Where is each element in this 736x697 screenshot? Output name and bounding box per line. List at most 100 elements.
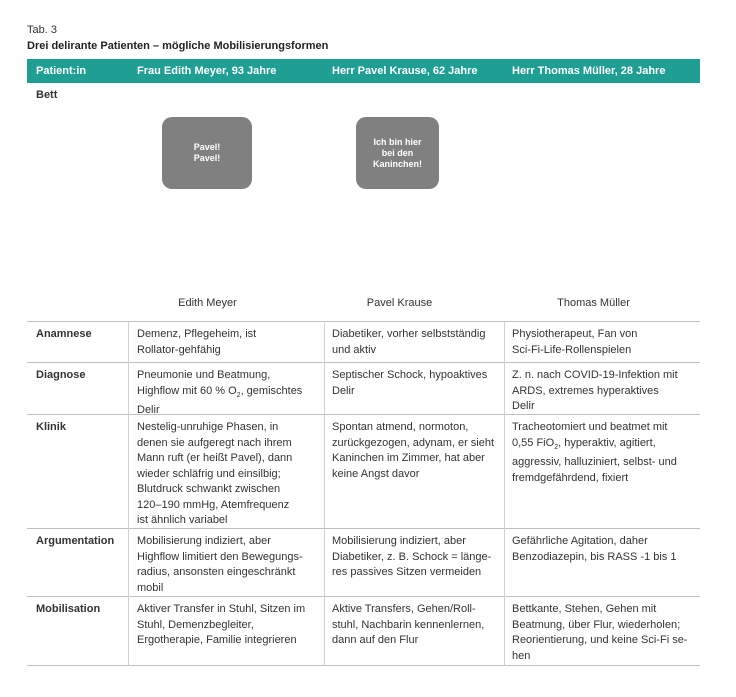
cell-line: Delir: [137, 404, 160, 417]
cell-line: keine Angst davor: [332, 467, 420, 480]
cell-diagnose-meyer: Pneumonie und Beatmung, Highflow mit 60 …: [137, 368, 302, 419]
cell-anamnese-krause: Diabetiker, vorher selbstständig und akt…: [332, 327, 485, 358]
cell-line: stuhl, Nachbarin kennenlernen,: [332, 618, 485, 631]
cell-line: Sci-Fi-Life-Rollenspielen: [512, 343, 632, 356]
row-label-diagnose: Diagnose: [36, 369, 86, 381]
speech-line: Pavel!: [193, 142, 221, 152]
cell-line: Highflow mit 60 % O2, gemischtes: [137, 384, 303, 399]
cell-anamnese-mueller: Physiotherapeut, Fan von Sci-Fi-Life-Rol…: [512, 327, 637, 358]
cell-line: wieder schläfrig und einsilbig;: [137, 467, 281, 480]
speech-line: Pavel!: [193, 153, 221, 163]
table-number: Tab. 3: [27, 24, 57, 36]
cell-line: 120–190 mmHg, Atemfrequenz: [137, 498, 290, 511]
header-col-meyer: Frau Edith Meyer, 93 Jahre: [137, 65, 277, 77]
cell-mobilisation-mueller: Bettkante, Stehen, Gehen mit Beatmung, ü…: [512, 602, 687, 664]
header-col-krause: Herr Pavel Krause, 62 Jahre: [332, 65, 478, 77]
column-divider: [504, 321, 505, 665]
cell-line: Aktiver Transfer in Stuhl, Sitzen im: [137, 603, 306, 615]
cell-line: Delir: [332, 384, 355, 397]
cell-klinik-mueller: Tracheotomiert und beatmet mit 0,55 FiO2…: [512, 420, 677, 486]
speech-bubble-meyer: Pavel!Pavel!: [162, 117, 252, 189]
cell-diagnose-mueller: Z. n. nach COVID-19-Infektion mit ARDS, …: [512, 368, 678, 415]
cell-line: Z. n. nach COVID-19-Infektion mit: [512, 369, 678, 381]
table-title: Drei delirante Patienten – mögliche Mobi…: [27, 40, 329, 52]
cell-line: hen: [512, 649, 531, 662]
speech-line: Ich bin hier: [373, 136, 422, 147]
cell-argumentation-meyer: Mobilisierung indiziert, aber Highflow l…: [137, 534, 303, 596]
row-label-bett: Bett: [36, 89, 58, 101]
cell-mobilisation-krause: Aktive Transfers, Gehen/Roll- stuhl, Nac…: [332, 602, 484, 649]
column-divider: [128, 321, 129, 665]
cell-line: dann auf den Flur: [332, 634, 419, 646]
cell-line: Tracheotomiert und beatmet mit: [512, 421, 668, 433]
column-divider: [324, 321, 325, 665]
cell-line: Diabetiker, z. B. Schock = länge-: [332, 550, 492, 563]
row-label-klinik: Klinik: [36, 421, 66, 433]
cell-line: aggressiv, halluziniert, selbst- und: [512, 456, 677, 469]
cell-line: Blutdruck schwankt zwischen: [137, 483, 281, 495]
cell-line: zurückgezogen, adynam, er sieht: [332, 436, 495, 449]
thought-line: von den Borg: [567, 152, 625, 162]
cell-line: Kaninchen im Zimmer, hat aber: [332, 452, 485, 464]
speech-line: Kaninchen!: [372, 158, 422, 169]
cell-line: Mobilisierung indiziert, aber: [137, 535, 271, 547]
cell-argumentation-krause: Mobilisierung indiziert, aber Diabetiker…: [332, 534, 491, 581]
cell-line: res passives Sitzen vermeiden: [332, 566, 482, 578]
cell-klinik-meyer: Nestelig-unruhige Phasen, in denen sie a…: [137, 420, 292, 529]
cell-line: Highflow limitiert den Bewegungs-: [137, 550, 303, 563]
thought-line: überfallen!: [572, 163, 619, 173]
cell-line: denen sie aufgeregt nach ihrem: [137, 436, 292, 449]
thought-line: Wir sind auf der: [562, 130, 630, 140]
cell-line: und aktiv: [332, 343, 377, 356]
cell-mobilisation-meyer: Aktiver Transfer in Stuhl, Sitzen im Stu…: [137, 602, 305, 649]
header-patient: Patient:in: [36, 65, 87, 77]
cell-line: Mann ruft (er heißt Pavel), dann: [137, 452, 293, 464]
cell-line: Mobilisierung indiziert, aber: [332, 535, 466, 547]
cell-line: Delir: [512, 400, 535, 412]
cell-line: Nestelig-unruhige Phasen, in: [137, 421, 279, 433]
cell-line: radius, ansonsten eingeschränkt: [137, 566, 296, 578]
cell-line: Rollator-gehfähig: [137, 343, 221, 356]
cell-line: ARDS, extremes hyperaktives: [512, 384, 659, 397]
patient-name-krause: Pavel Krause: [366, 297, 433, 309]
cell-line: Reorientierung, und keine Sci-Fi se-: [512, 634, 688, 646]
cell-argumentation-mueller: Gefährliche Agitation, daher Benzodiazep…: [512, 534, 676, 565]
row-divider: [27, 665, 700, 666]
cell-line: Gefährliche Agitation, daher: [512, 535, 648, 547]
speech-line: bei den: [381, 147, 414, 158]
patient-name-meyer: Edith Meyer: [178, 297, 237, 309]
header-col-mueller: Herr Thomas Müller, 28 Jahre: [512, 65, 666, 77]
row-label-mobilisation: Mobilisation: [36, 603, 101, 615]
cell-diagnose-krause: Septischer Schock, hypoaktives Delir: [332, 368, 487, 399]
cell-line: Benzodiazepin, bis RASS -1 bis 1: [512, 550, 677, 563]
cell-line: Aktive Transfers, Gehen/Roll-: [332, 603, 476, 615]
row-label-argumentation: Argumentation: [36, 535, 115, 547]
cell-line: Spontan atmend, normoton,: [332, 421, 469, 433]
cell-line: mobil: [137, 581, 164, 594]
thought-line: Pavel Chekow!: [564, 119, 628, 129]
thought-line: Enterprise und werden: [547, 141, 645, 151]
thought-line: Pavel?: [581, 108, 611, 118]
cell-line: fremdgefährdend, fixiert: [512, 471, 629, 484]
cell-line: Demenz, Pflegeheim, ist: [137, 328, 257, 340]
row-label-anamnese: Anamnese: [36, 328, 92, 340]
cell-line: ist ähnlich variabel: [137, 514, 228, 526]
thought-bubble-mueller: Pavel? Pavel Chekow! Wir sind auf der En…: [546, 101, 646, 181]
row-divider: [27, 321, 700, 322]
cell-line: Septischer Schock, hypoaktives: [332, 369, 488, 381]
table-header: Patient:in Frau Edith Meyer, 93 Jahre He…: [27, 59, 700, 83]
cell-line: Stuhl, Demenzbegleiter,: [137, 618, 254, 631]
cell-line: Diabetiker, vorher selbstständig: [332, 328, 486, 340]
row-divider: [27, 414, 700, 415]
cell-line: Pneumonie und Beatmung,: [137, 369, 271, 381]
cell-anamnese-meyer: Demenz, Pflegeheim, ist Rollator-gehfähi…: [137, 327, 256, 358]
cell-line: Ergotherapie, Familie integrieren: [137, 634, 297, 646]
row-divider: [27, 362, 700, 363]
cell-line: Bettkante, Stehen, Gehen mit: [512, 603, 657, 615]
cell-line: 0,55 FiO2, hyperaktiv, agitiert,: [512, 436, 656, 451]
cell-line: Physiotherapeut, Fan von: [512, 328, 638, 340]
cell-klinik-krause: Spontan atmend, normoton, zurückgezogen,…: [332, 420, 494, 482]
row-divider: [27, 528, 700, 529]
patient-name-mueller: Thomas Müller: [557, 297, 630, 309]
